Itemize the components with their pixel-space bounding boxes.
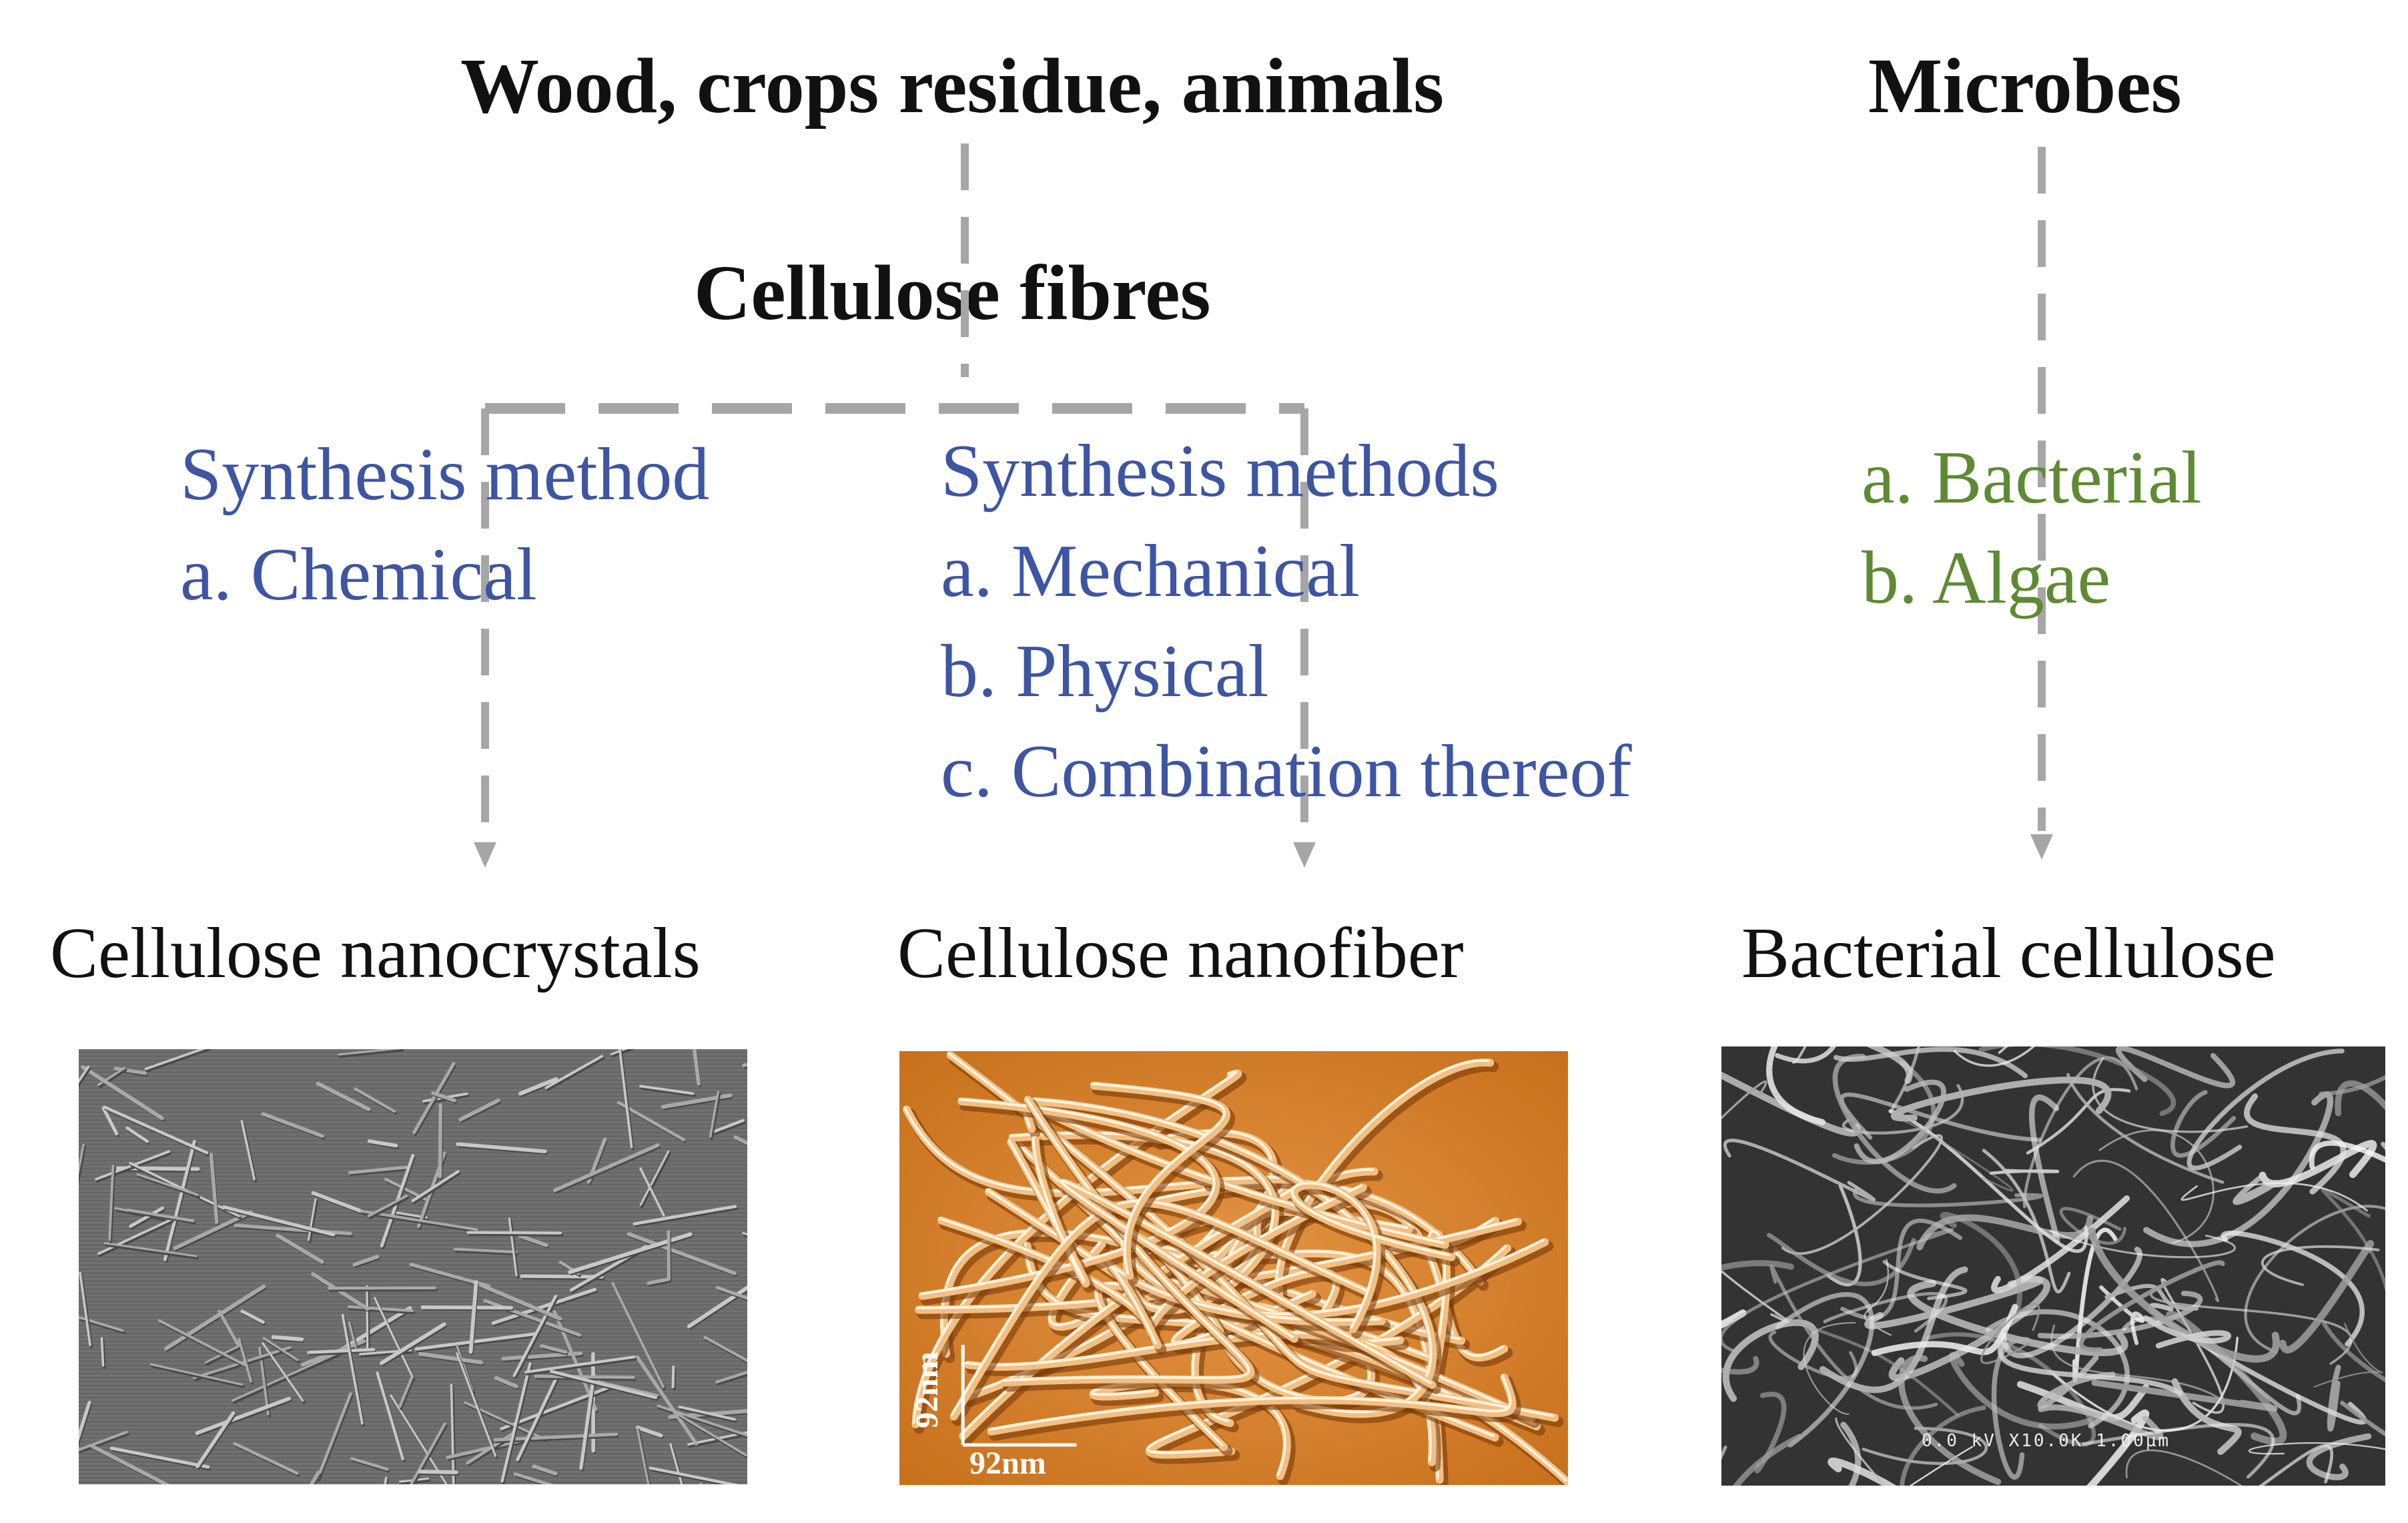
label-cellulose-nanofiber: Cellulose nanofiber xyxy=(897,914,1464,993)
source-plant-animal: Wood, crops residue, animals xyxy=(460,42,1445,129)
label-bacterial-cellulose: Bacterial cellulose xyxy=(1741,914,2276,993)
arrowhead-middle xyxy=(1293,842,1316,868)
method-item-physical: b. Physical xyxy=(941,630,1269,713)
microbe-item-bacterial: a. Bacterial xyxy=(1862,436,2202,519)
micrograph-cellulose-nanocrystals xyxy=(79,1049,747,1484)
micrograph-cellulose-nanofiber: 92nm 92nm xyxy=(899,1051,1568,1485)
method-item-mechanical: a. Mechanical xyxy=(941,530,1360,613)
micrograph-bacterial-cellulose: 0.0 kV X10.0K 1.00µm xyxy=(1721,1046,2385,1486)
arrowhead-microbes xyxy=(2030,834,2053,860)
method-item-combination: c. Combination thereof xyxy=(941,730,1632,813)
arrowhead-left xyxy=(474,842,496,868)
cnf-scale-label-x: 92nm xyxy=(969,1446,1046,1481)
intermediate-cellulose-fibres: Cellulose fibres xyxy=(694,249,1211,336)
method-item-chemical: a. Chemical xyxy=(180,533,537,616)
cnf-scale-label-y: 92nm xyxy=(909,1351,945,1428)
source-microbes: Microbes xyxy=(1868,42,2182,129)
methods-left-heading: Synthesis method xyxy=(180,433,710,516)
methods-middle-heading: Synthesis methods xyxy=(941,430,1499,513)
microbe-item-algae: b. Algae xyxy=(1862,537,2111,619)
label-cellulose-nanocrystals: Cellulose nanocrystals xyxy=(50,914,701,993)
bc-micrograph-caption: 0.0 kV X10.0K 1.00µm xyxy=(1922,1431,2171,1451)
